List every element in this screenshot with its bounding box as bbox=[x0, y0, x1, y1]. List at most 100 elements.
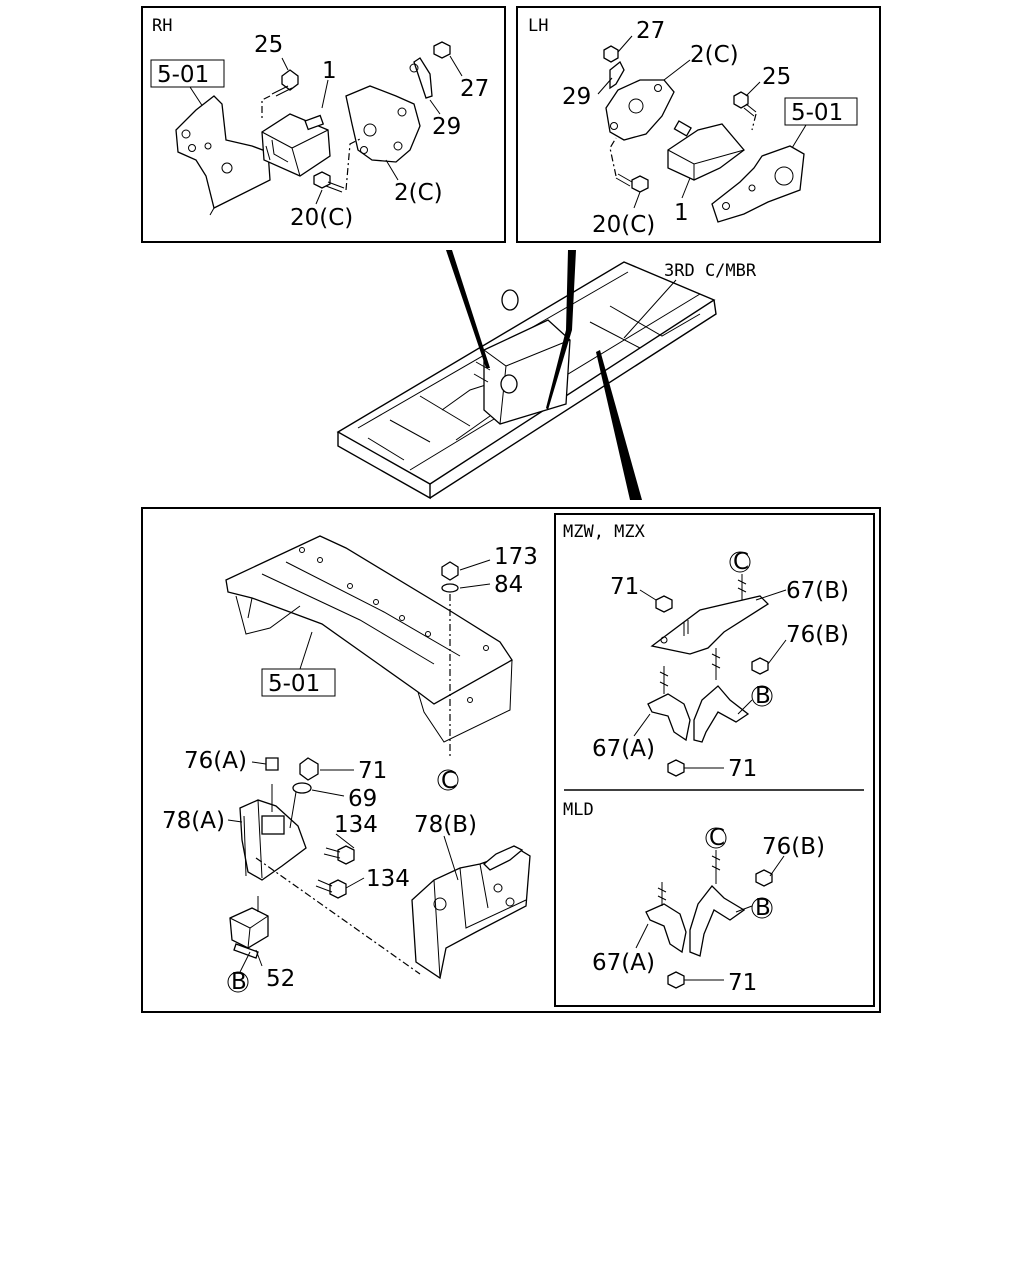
strap-stud bbox=[711, 648, 721, 680]
mzw-leader-67b bbox=[755, 589, 787, 601]
rh-bracket-edge bbox=[209, 207, 215, 216]
lh-panel: LH 5-01 bbox=[516, 6, 881, 243]
lower-ref-box bbox=[261, 668, 336, 697]
bracket-78b-hole bbox=[493, 883, 503, 893]
mzw-callout-67a: 67(A) bbox=[592, 736, 655, 762]
mzw-mzx-subpanel: MZW, MZX C 71 67(B) 76(B) bbox=[554, 513, 875, 1007]
mld-circle-b bbox=[751, 897, 773, 919]
crossmember-hole bbox=[425, 631, 431, 637]
circle-c-letter: C bbox=[441, 768, 457, 794]
mzw-stud-c bbox=[737, 574, 747, 602]
frame-overview: 3RD C/MBR bbox=[336, 250, 757, 500]
bracket-67a-stud bbox=[659, 666, 669, 694]
mzw-leader-67a bbox=[633, 713, 651, 737]
leader-76a bbox=[251, 761, 267, 765]
lh-frame-bracket bbox=[711, 145, 805, 223]
rh-bracket-hole bbox=[204, 142, 212, 150]
lh-leader-1 bbox=[681, 177, 691, 199]
variant-subpanel-frame bbox=[554, 513, 875, 1007]
rh-bracket-hole bbox=[221, 162, 233, 174]
callout-69: 69 bbox=[348, 786, 377, 812]
mld-stud-c bbox=[711, 850, 721, 884]
crossmember-bracket-right bbox=[417, 659, 513, 743]
crossmember-hole bbox=[467, 697, 473, 703]
crossmember-hole bbox=[373, 599, 379, 605]
lower-panel: 5-01 173 84 C bbox=[141, 507, 881, 1013]
lh-panel-title: LH bbox=[528, 16, 548, 36]
lh-callout-25: 25 bbox=[762, 64, 791, 90]
rh-bolt-20c bbox=[313, 171, 345, 193]
rh-insulator-detail bbox=[265, 139, 289, 163]
lh-bolt-25-centerline bbox=[751, 113, 757, 131]
leader-173 bbox=[459, 559, 491, 571]
lh-bolt-20c-centerline bbox=[609, 137, 617, 177]
leader-circle-b bbox=[239, 951, 251, 973]
mount-marks bbox=[473, 361, 491, 383]
lh-leader-2c bbox=[663, 59, 691, 81]
rh-panel: RH 5-01 bbox=[141, 6, 506, 243]
circle-b-marker bbox=[227, 971, 249, 993]
callout-84: 84 bbox=[494, 572, 523, 598]
rh-ref-box-label: 5-01 bbox=[157, 62, 209, 88]
plate-67b bbox=[650, 595, 770, 655]
washer-69 bbox=[292, 782, 312, 794]
rh-bracket-hole bbox=[181, 129, 191, 139]
mld-circle-c-letter: C bbox=[709, 825, 725, 851]
lh-insulator-stud bbox=[673, 120, 692, 137]
rh-insulator-stud bbox=[304, 114, 325, 131]
rh-insulator bbox=[261, 113, 331, 177]
callout-173: 173 bbox=[494, 544, 538, 570]
rh-callout-27: 27 bbox=[460, 76, 489, 102]
crossmember-hole bbox=[299, 547, 305, 553]
transmission-output bbox=[501, 289, 519, 311]
mld-callout-71: 71 bbox=[728, 970, 757, 996]
rh-callout-29: 29 bbox=[432, 114, 461, 140]
mld-subpanel: MLD C 76(B) B 67(A) 71 bbox=[563, 800, 825, 996]
mzw-circle-b-letter: B bbox=[755, 683, 771, 709]
lh-ref-leader bbox=[791, 124, 807, 149]
nut-71 bbox=[299, 757, 319, 781]
leader-78b bbox=[443, 835, 459, 881]
lh-callout-1: 1 bbox=[674, 200, 689, 226]
bracket-78b-tab bbox=[483, 845, 524, 871]
rh-callout-2c: 2(C) bbox=[394, 180, 443, 206]
insulator-52-base bbox=[233, 943, 259, 959]
rh-engine-bracket bbox=[345, 85, 421, 163]
rh-insulator-edges bbox=[261, 129, 329, 177]
rh-bolt-20c-centerline bbox=[345, 137, 363, 191]
lower-panel-frame bbox=[141, 507, 881, 1013]
chassis-rail-front bbox=[337, 432, 431, 500]
crossmember-hole bbox=[347, 583, 353, 589]
lh-callout-20c: 20(C) bbox=[592, 212, 655, 238]
mzw-callout-71a: 71 bbox=[610, 574, 639, 600]
rh-leader-20c bbox=[315, 189, 323, 205]
lh-leader-29 bbox=[597, 77, 613, 95]
rh-clip-29 bbox=[413, 57, 433, 99]
lh-ref-box bbox=[784, 97, 858, 126]
mzw-title: MZW, MZX bbox=[563, 522, 646, 542]
mld-strap-bracket bbox=[689, 885, 746, 957]
bolt-134-a bbox=[323, 845, 355, 865]
mld-circle-b-letter: B bbox=[755, 895, 771, 921]
rh-callout-25: 25 bbox=[254, 32, 283, 58]
rh-ref-box bbox=[150, 59, 225, 88]
callout-78b: 78(B) bbox=[414, 812, 477, 838]
bolt-134-b bbox=[315, 879, 347, 899]
third-crossmember-label: 3RD C/MBR bbox=[664, 261, 757, 281]
leader-78a bbox=[227, 819, 243, 823]
transmission-block bbox=[483, 319, 571, 425]
bracket-78b bbox=[411, 849, 531, 980]
lh-clip-29 bbox=[609, 60, 625, 90]
rh-engine-bracket-hole bbox=[363, 123, 377, 137]
lh-callout-27: 27 bbox=[636, 18, 665, 44]
lower-ref-box-label: 5-01 bbox=[268, 671, 320, 697]
bracket-78a-edges bbox=[243, 799, 263, 879]
mount-point bbox=[500, 374, 518, 394]
lh-engine-bracket-hole bbox=[610, 122, 618, 130]
pointer-to-lower bbox=[596, 350, 642, 500]
rh-leader-29 bbox=[429, 99, 441, 115]
mzw-leader-71a bbox=[639, 589, 657, 601]
mzw-callout-76b: 76(B) bbox=[786, 622, 849, 648]
callout-134a: 134 bbox=[334, 812, 378, 838]
